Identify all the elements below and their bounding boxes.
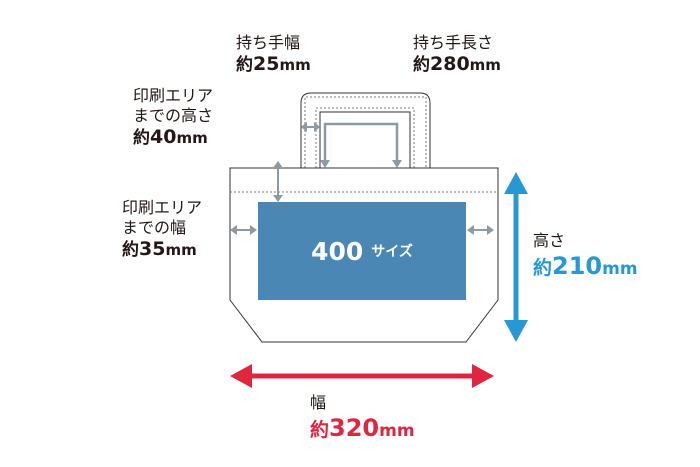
width-arrow bbox=[230, 364, 494, 388]
handle-width-arrow bbox=[301, 122, 320, 132]
print-side-arrow-left bbox=[230, 225, 257, 235]
height-label: 高さ 約210mm bbox=[533, 231, 638, 281]
print-top-value: 約40mm bbox=[133, 126, 208, 148]
print-side-line2: までの幅 bbox=[122, 218, 187, 237]
print-area-label: 400 サイズ bbox=[258, 202, 466, 300]
print-area-size-suffix: サイズ bbox=[371, 244, 413, 260]
print-side-value: 約35mm bbox=[122, 238, 197, 260]
print-area bbox=[258, 202, 466, 300]
bag-handle-inner bbox=[319, 111, 411, 168]
print-area-size-number: 400 bbox=[311, 236, 364, 266]
handle-length-title: 持ち手長さ bbox=[413, 33, 494, 52]
width-value: 約320mm bbox=[310, 414, 415, 442]
height-title: 高さ bbox=[533, 231, 566, 250]
bag-handle-stitch-inner bbox=[315, 107, 415, 168]
bag-handle-outline bbox=[300, 92, 431, 168]
height-value: 約210mm bbox=[533, 252, 638, 280]
width-label: 幅 約320mm bbox=[310, 393, 415, 443]
handle-width-value: 約25mm bbox=[236, 53, 311, 75]
print-top-line2: までの高さ bbox=[133, 106, 214, 125]
print-top-arrow bbox=[273, 161, 283, 202]
print-side-line1: 印刷エリア bbox=[122, 198, 203, 217]
handle-width-label: 持ち手幅 約25mm bbox=[236, 33, 311, 77]
handle-width-title: 持ち手幅 bbox=[236, 33, 301, 52]
print-top-line1: 印刷エリア bbox=[133, 86, 214, 105]
print-top-label: 印刷エリア までの高さ 約40mm bbox=[133, 86, 213, 150]
handle-length-value: 約280mm bbox=[413, 53, 501, 75]
handle-length-label: 持ち手長さ 約280mm bbox=[413, 33, 501, 77]
print-side-label: 印刷エリア までの幅 約35mm bbox=[122, 198, 202, 262]
height-arrow bbox=[504, 172, 528, 342]
width-title: 幅 bbox=[310, 393, 327, 412]
print-side-arrow-right bbox=[467, 225, 494, 235]
handle-length-arrow bbox=[320, 122, 402, 168]
